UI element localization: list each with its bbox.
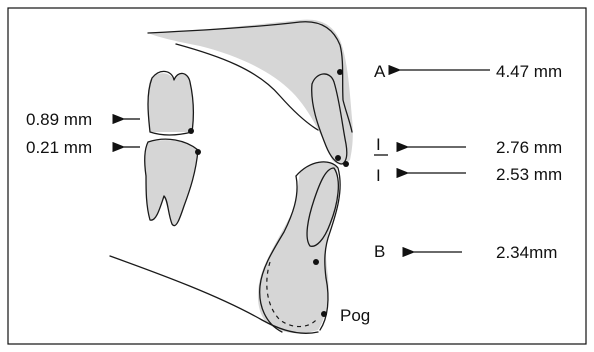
- label-pog: Pog: [340, 306, 370, 325]
- lower-molar-dot: [195, 149, 201, 155]
- upper-molar-dot: [188, 128, 194, 134]
- lower-molar-shape: [145, 139, 198, 225]
- mandible-shape: [110, 161, 340, 333]
- upper-molar-shape: [148, 71, 194, 135]
- a-point-dot: [337, 69, 343, 75]
- value-upper-incisor: 2.76 mm: [496, 138, 562, 157]
- label-a: A: [374, 62, 386, 81]
- value-molar-upper: 0.89 mm: [26, 110, 92, 129]
- value-b: 2.34mm: [496, 243, 557, 262]
- lower-incisor-tip-dot: [343, 161, 349, 167]
- value-molar-lower: 0.21 mm: [26, 138, 92, 157]
- pog-dot: [321, 311, 327, 317]
- upper-incisor-tip-dot: [335, 155, 341, 161]
- value-lower-incisor: 2.53 mm: [496, 165, 562, 184]
- label-lower-incisor: I: [376, 166, 381, 185]
- label-upper-incisor: I: [376, 135, 381, 154]
- label-b: B: [374, 242, 385, 261]
- b-point-dot: [313, 259, 319, 265]
- value-a: 4.47 mm: [496, 62, 562, 81]
